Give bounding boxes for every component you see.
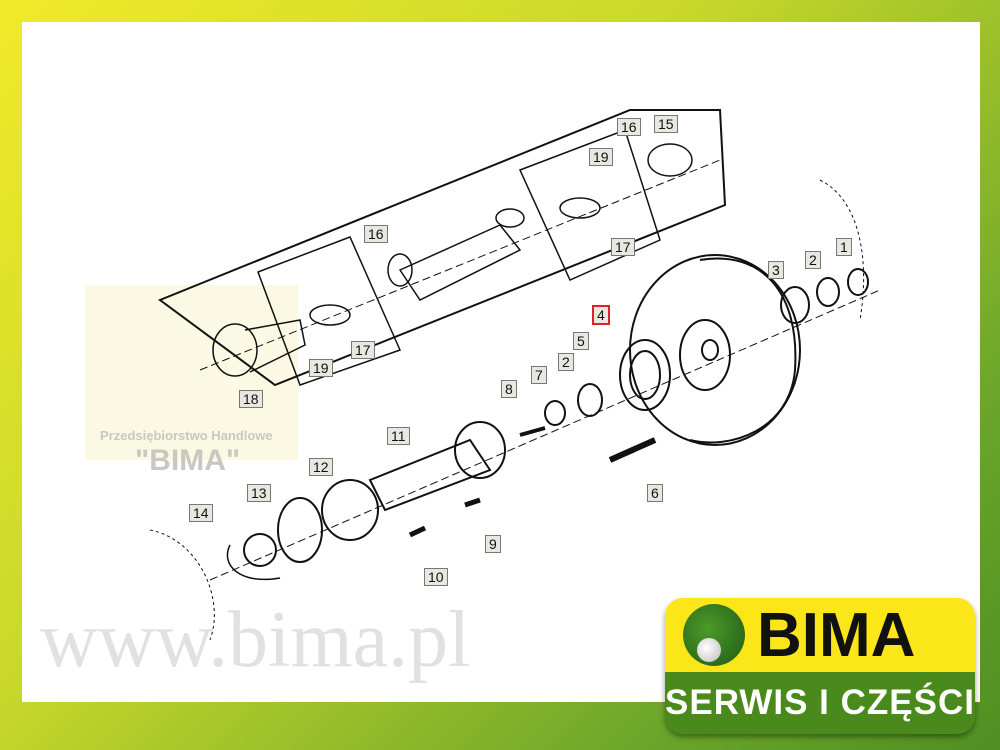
logo-highlight-icon: [697, 638, 721, 662]
callout-1: 1: [836, 238, 852, 256]
detail-inset-outline: [157, 109, 727, 387]
callout-16: 16: [617, 118, 641, 136]
callout-9: 9: [485, 535, 501, 553]
coupling-shaft: [243, 421, 506, 567]
callout-7: 7: [531, 366, 547, 384]
callout-3: 3: [768, 261, 784, 279]
logo-brand: BIMA: [757, 601, 916, 670]
callout-19: 19: [589, 148, 613, 166]
drive-shaft-detail: [212, 143, 693, 377]
callout-15: 15: [654, 115, 678, 133]
callout-16: 16: [364, 225, 388, 243]
callout-18: 18: [239, 390, 263, 408]
watermark-name: "BIMA": [135, 444, 241, 477]
callout-5: 5: [573, 332, 589, 350]
callout-8: 8: [501, 380, 517, 398]
callout-10: 10: [424, 568, 448, 586]
callout-2: 2: [805, 251, 821, 269]
flywheel: [629, 254, 801, 446]
watermark-box: [85, 285, 298, 460]
bima-logo: BIMA SERWIS I CZĘŚCI: [665, 598, 975, 734]
callout-17: 17: [611, 238, 635, 256]
watermark-url: www.bima.pl: [40, 596, 471, 684]
logo-tagline: SERWIS I CZĘŚCI: [665, 672, 975, 734]
callout-14: 14: [189, 504, 213, 522]
callout-4-highlighted: 4: [592, 305, 610, 325]
callout-11: 11: [387, 427, 410, 445]
callout-13: 13: [247, 484, 271, 502]
callout-12: 12: [309, 458, 333, 476]
callout-17: 17: [351, 341, 375, 359]
callout-2: 2: [558, 353, 574, 371]
callout-6: 6: [647, 484, 663, 502]
seal-4: [619, 339, 671, 411]
callout-19: 19: [309, 359, 333, 377]
watermark-company: Przedsiębiorstwo Handlowe: [100, 428, 273, 443]
